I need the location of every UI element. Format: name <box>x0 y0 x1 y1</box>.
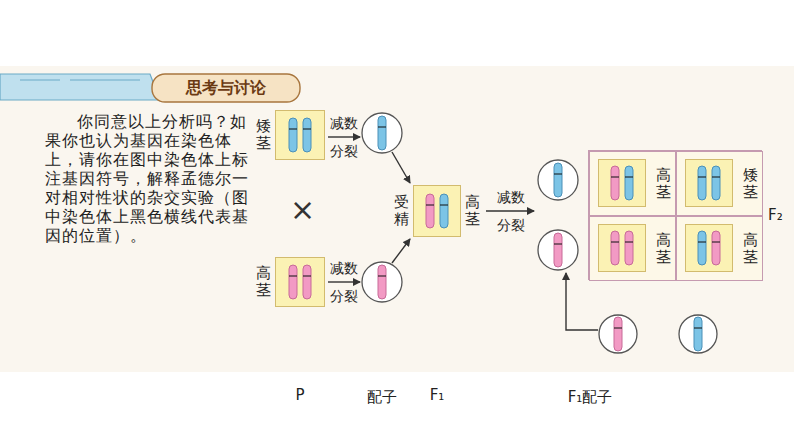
chromosome <box>611 231 619 265</box>
chromosome <box>625 166 633 200</box>
phenotype-label: 高茎 <box>465 194 480 227</box>
offspring-cell: 高茎 <box>676 216 763 281</box>
gene-mark <box>712 241 720 242</box>
chromosome <box>440 194 448 228</box>
offspring-grid: F₂高茎矮茎高茎高茎 <box>588 150 762 280</box>
chromosome <box>712 166 720 200</box>
chromosome <box>698 166 706 200</box>
gene-mark <box>611 176 619 177</box>
header-band <box>0 74 300 102</box>
question-text: 你同意以上分析吗？如果你也认为基因在染色体上，请你在图中染色体上标注基因符号，解… <box>45 112 259 245</box>
gene-mark <box>303 275 311 276</box>
chromosome-pair <box>276 258 324 306</box>
phenotype-label: 高茎 <box>656 167 671 200</box>
chromosome-pair <box>413 187 461 235</box>
chromosome-box: 高茎 <box>275 257 325 307</box>
chromosome <box>426 194 434 228</box>
phenotype-label: 受精 <box>394 194 409 227</box>
chromosome <box>303 265 311 299</box>
chromosome-pair <box>276 111 324 159</box>
gene-mark <box>712 176 720 177</box>
offspring-cell: 高茎 <box>589 151 676 216</box>
gene-mark <box>698 241 706 242</box>
generation-label: F₁配子 <box>568 388 613 407</box>
phenotype-label: 矮茎 <box>743 167 758 200</box>
phenotype-label: 高茎 <box>256 265 271 298</box>
chromosome-pair <box>598 159 646 207</box>
chromosome-box <box>598 159 646 207</box>
chromosome-box <box>685 159 733 207</box>
chromosome-box: 矮茎 <box>275 110 325 160</box>
gene-mark <box>625 241 633 242</box>
gene-mark <box>289 275 297 276</box>
chromosome-pair <box>598 224 646 272</box>
gamete-circles <box>362 113 717 353</box>
generation-label: F₂ <box>768 206 783 224</box>
offspring-cell: 矮茎 <box>676 151 763 216</box>
chromosome-box <box>685 224 733 272</box>
chromosome-pair <box>685 159 733 207</box>
arrow-label: 减数分裂 <box>329 254 359 310</box>
phenotype-label: 矮茎 <box>256 118 271 151</box>
gene-mark <box>303 128 311 129</box>
gene-mark <box>611 241 619 242</box>
gamete-chromosomes <box>378 116 702 351</box>
gene-mark <box>625 176 633 177</box>
phenotype-label: 高茎 <box>743 232 758 265</box>
chromosome <box>303 118 311 152</box>
chromosome <box>625 231 633 265</box>
chromosome <box>698 231 706 265</box>
chromosome <box>712 231 720 265</box>
chromosome-box: 受精高茎 <box>413 185 461 237</box>
chromosome-box <box>598 224 646 272</box>
generation-label: 配子 <box>367 388 397 407</box>
chromosome-pair <box>685 224 733 272</box>
chromosome <box>611 166 619 200</box>
generation-label: P <box>295 386 304 404</box>
gene-mark <box>698 176 706 177</box>
offspring-cell: 高茎 <box>589 216 676 281</box>
arrow-label: 减数分裂 <box>329 109 359 165</box>
generation-label: F₁ <box>430 386 445 404</box>
phenotype-label: 高茎 <box>656 232 671 265</box>
chromosome <box>289 265 297 299</box>
arrow-label: 减数分裂 <box>496 183 526 239</box>
chromosome <box>289 118 297 152</box>
gene-mark <box>289 128 297 129</box>
cross-symbol: × <box>290 195 315 225</box>
gene-mark <box>426 204 434 205</box>
gene-mark <box>440 204 448 205</box>
section-title: 思考与讨论 <box>186 76 266 100</box>
arrows <box>328 137 598 330</box>
